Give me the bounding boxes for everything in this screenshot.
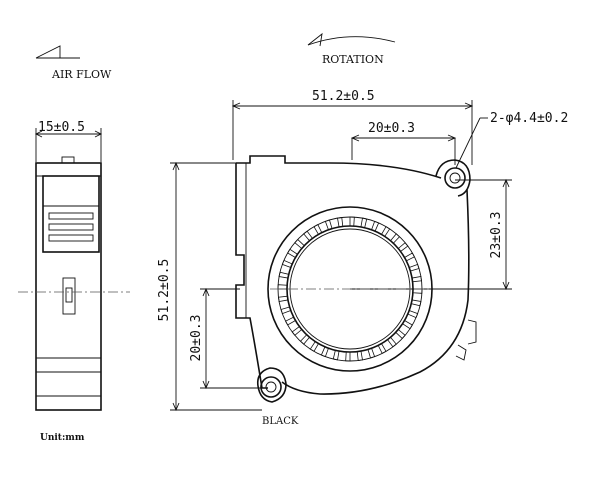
impeller-blade xyxy=(320,346,329,358)
impeller-blade xyxy=(277,284,288,290)
rotation-arrow-icon xyxy=(307,32,396,47)
impeller-blade xyxy=(294,238,305,250)
impeller-blade xyxy=(377,343,387,354)
air-flow-label: AIR FLOW xyxy=(51,68,112,81)
impeller-blade xyxy=(408,263,420,272)
impeller-blade xyxy=(371,220,380,232)
side-view xyxy=(18,128,130,411)
top-hole-offset-dimension: 20±0.3 xyxy=(368,121,415,136)
impeller-blade xyxy=(299,334,311,345)
impeller-blade xyxy=(389,233,401,244)
black-wire-label: BLACK xyxy=(262,416,299,427)
rotation-label: ROTATION xyxy=(322,53,384,66)
impeller-blade xyxy=(404,252,415,262)
impeller-blade xyxy=(380,226,391,237)
front-view xyxy=(170,100,512,412)
impeller-blade xyxy=(309,341,320,352)
hole-spec-dimension: 2-φ4.4±0.2 xyxy=(490,111,568,126)
left-hole-offset-dimension: 20±0.3 xyxy=(189,315,204,362)
impeller-blade xyxy=(356,350,363,361)
impeller-blade xyxy=(407,310,419,319)
unit-label: Unit:mm xyxy=(40,433,85,443)
impeller-blade xyxy=(303,230,314,242)
impeller-blade xyxy=(367,347,376,359)
impeller-blade xyxy=(386,336,397,348)
impeller-blade xyxy=(313,224,323,235)
air-flow-arrow-icon xyxy=(35,45,80,59)
impeller-blade xyxy=(278,271,290,279)
impeller-blade xyxy=(411,276,422,283)
impeller-blade xyxy=(360,217,368,229)
impeller-blade xyxy=(345,351,351,362)
impeller-blade xyxy=(410,299,422,307)
impeller-blade xyxy=(324,219,333,231)
impeller-blade xyxy=(412,288,423,294)
impeller-blade xyxy=(280,306,292,315)
thickness-dimension: 15±0.5 xyxy=(38,120,85,135)
impeller-blade xyxy=(395,328,406,340)
impeller-blade xyxy=(281,259,293,268)
impeller-blades xyxy=(277,216,423,362)
impeller-blade xyxy=(349,216,355,227)
width-dimension: 51.2±0.5 xyxy=(312,89,375,104)
right-hole-offset-dimension: 23±0.3 xyxy=(489,212,504,259)
impeller-blade xyxy=(278,295,289,302)
impeller-blade xyxy=(287,248,298,259)
impeller-blade xyxy=(397,242,409,253)
height-dimension: 51.2±0.5 xyxy=(157,259,172,322)
impeller-blade xyxy=(332,349,340,361)
impeller-blade xyxy=(291,325,303,336)
impeller-blade xyxy=(285,316,296,326)
impeller-blade xyxy=(337,217,344,228)
impeller-blade xyxy=(402,319,413,330)
